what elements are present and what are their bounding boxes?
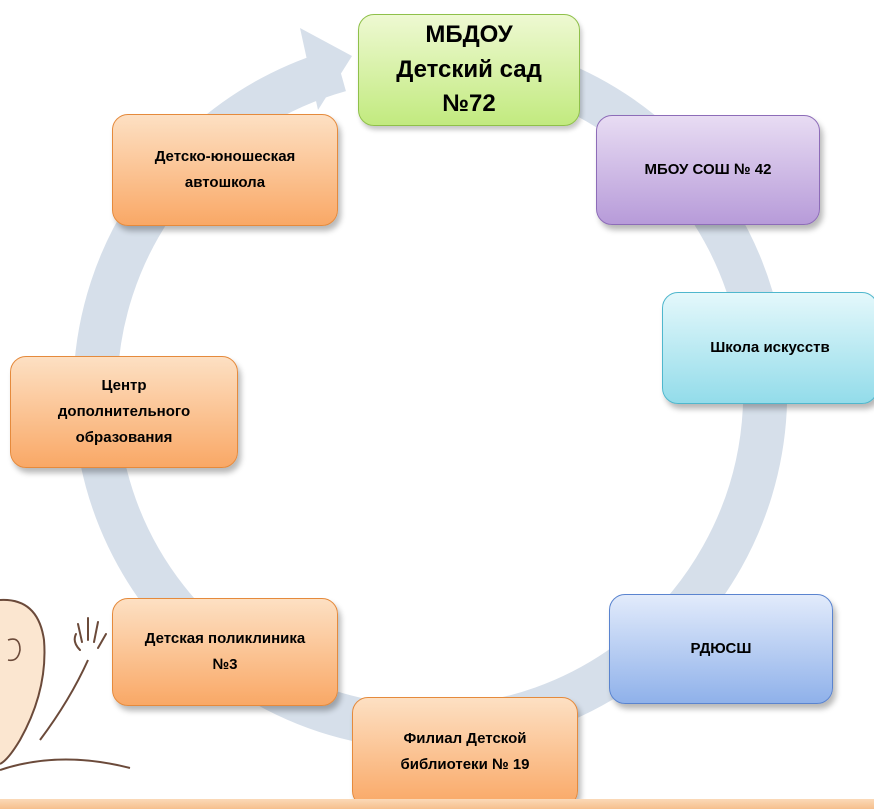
partner-label-library: Филиал Детской библиотеки № 19: [400, 729, 530, 773]
boy-shoulder-line: [0, 758, 131, 771]
boy-arm: [39, 659, 89, 741]
partner-node-clinic: Детская поликлиника №3: [112, 598, 338, 706]
partner-node-school-42: МБОУ СОШ № 42: [596, 115, 820, 225]
partner-label-driving-school: Детско-юношеская автошкола: [154, 147, 296, 191]
partner-label-extra-education: Центр дополнительного образования: [57, 376, 191, 447]
partner-node-art-school: Школа искусств: [662, 292, 874, 404]
partner-label-sport-school: РДЮСШ: [690, 639, 752, 657]
partner-node-library: Филиал Детской библиотеки № 19: [352, 697, 578, 807]
footer-bar: [0, 799, 874, 809]
boy-waving-hand: [73, 617, 107, 651]
partner-label-school-42: МБОУ СОШ № 42: [644, 160, 772, 178]
boy-ear: [7, 638, 21, 662]
partner-node-driving-school: Детско-юношеская автошкола: [112, 114, 338, 226]
ring-arrowhead: [300, 28, 352, 110]
partner-node-extra-education: Центр дополнительного образования: [10, 356, 238, 468]
partner-label-art-school: Школа искусств: [710, 338, 830, 356]
center-node-label: МБДОУ Детский сад №72: [396, 20, 542, 118]
partner-node-sport-school: РДЮСШ: [609, 594, 833, 704]
center-node-kindergarten: МБДОУ Детский сад №72: [358, 14, 580, 126]
boy-head: [0, 598, 46, 765]
partner-label-clinic: Детская поликлиника №3: [144, 629, 306, 673]
